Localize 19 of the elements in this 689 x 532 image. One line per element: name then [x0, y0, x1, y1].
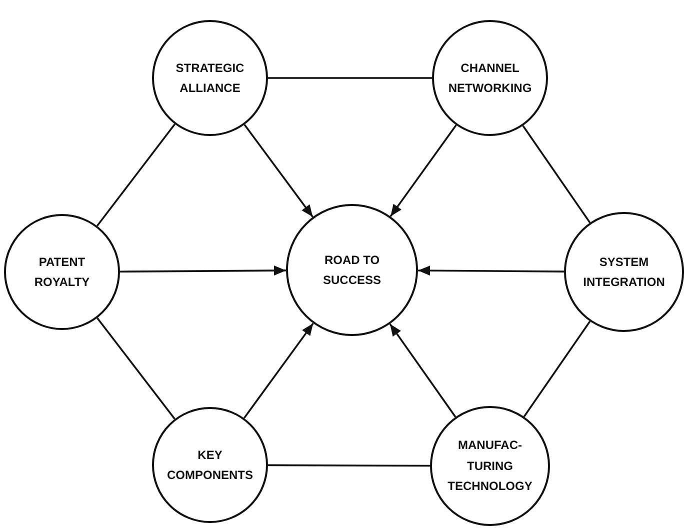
node-label: PATENT ROYALTY — [33, 254, 91, 291]
connector-line — [523, 320, 591, 418]
arrow — [244, 124, 314, 218]
node-label: ROAD TO SUCCESS — [322, 252, 382, 289]
node-label: MANUFAC- TURING TECHNOLOGY — [446, 437, 534, 496]
connector-line — [268, 464, 430, 467]
connector-line — [96, 124, 176, 226]
arrow — [120, 266, 286, 276]
arrow — [390, 124, 457, 217]
node-label: KEY COMPONENTS — [166, 446, 254, 484]
connector-line — [96, 317, 176, 420]
arrow — [243, 322, 314, 419]
arrow — [418, 266, 564, 276]
connector-line — [522, 125, 591, 224]
node-label: STRATEGIC ALLIANCE — [174, 60, 246, 97]
node-label: CHANNEL NETWORKING — [447, 60, 533, 97]
node-label: SYSTEM INTEGRATION — [582, 254, 666, 291]
arrow — [389, 323, 456, 418]
connector-line — [268, 77, 432, 79]
